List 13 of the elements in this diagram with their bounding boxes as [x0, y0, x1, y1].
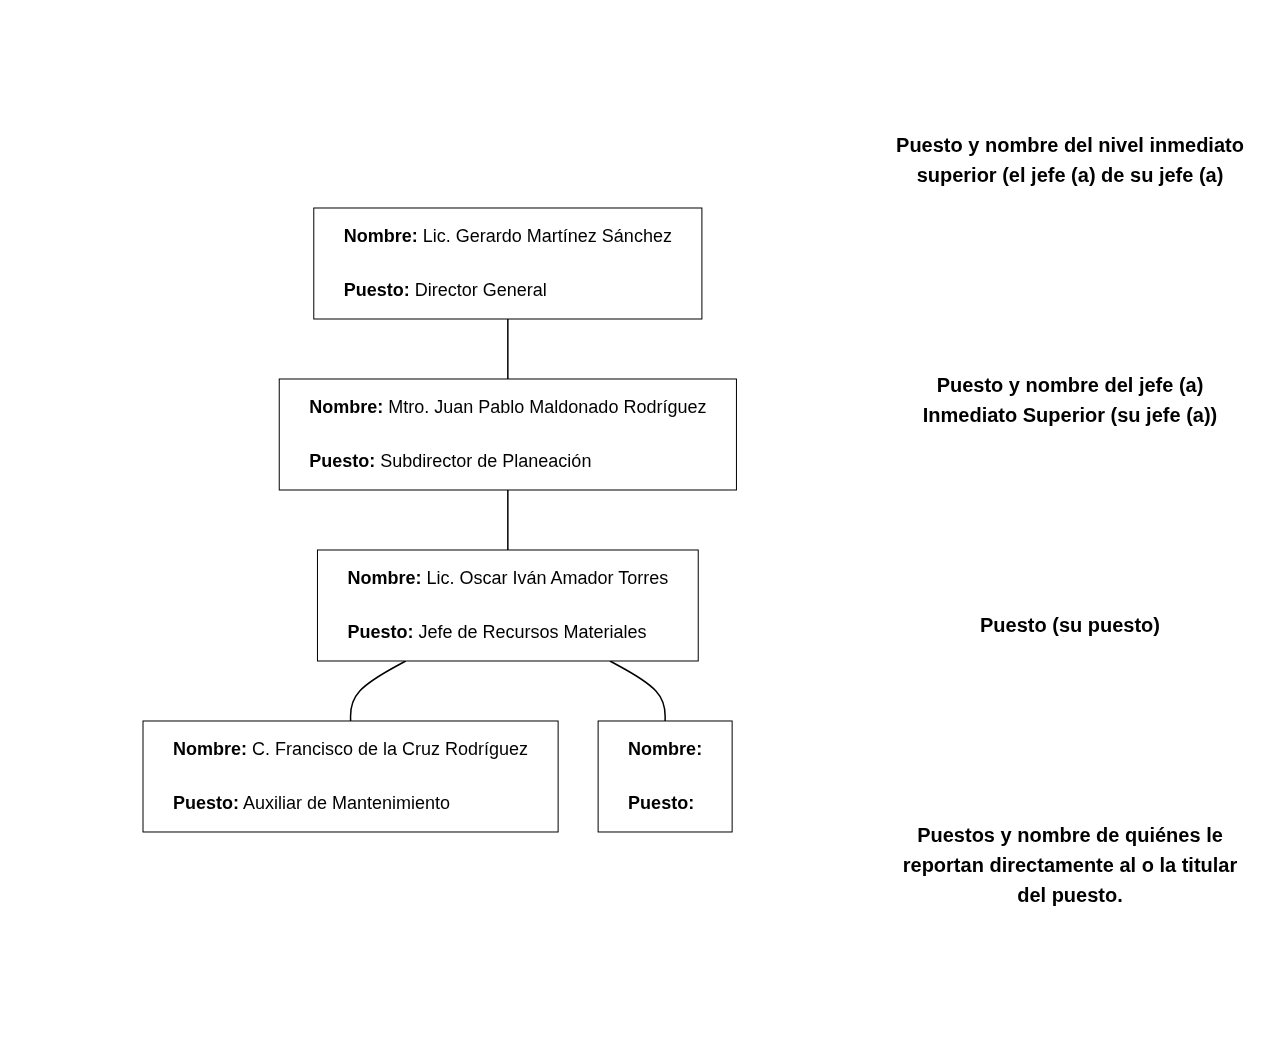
connector	[507, 318, 509, 380]
annotation-text: Puesto y nombre del nivel inmediato superior (el jefe (a) de su jefe (a)	[895, 133, 1245, 188]
connector	[507, 489, 509, 551]
connector	[350, 660, 407, 722]
node-box: Nombre: Lic. Oscar Iván Amador Torres Puesto: Jefe de Recursos Materiales	[317, 549, 699, 662]
node-box: Nombre: Puesto:	[597, 720, 733, 833]
node-box: Nombre: Mtro. Juan Pablo Maldonado Rodríguez Puesto: Subdirector de Planeación	[279, 378, 738, 491]
annotation-text: Puesto (su puesto)	[979, 613, 1161, 638]
annotation-text: Puestos y nombre de quiénes le reportan directamente al o la titular del puesto.	[901, 823, 1239, 908]
connector	[609, 660, 667, 722]
annotation-text: Puesto y nombre del jefe (a) Inmediato Superior (su jefe (a))	[921, 373, 1219, 428]
node-box: Nombre: C. Francisco de la Cruz Rodríguez Puesto: Auxiliar de Mantenimiento	[142, 720, 559, 833]
node-box: Nombre: Lic. Gerardo Martínez Sánchez Puesto: Director General	[313, 207, 703, 320]
